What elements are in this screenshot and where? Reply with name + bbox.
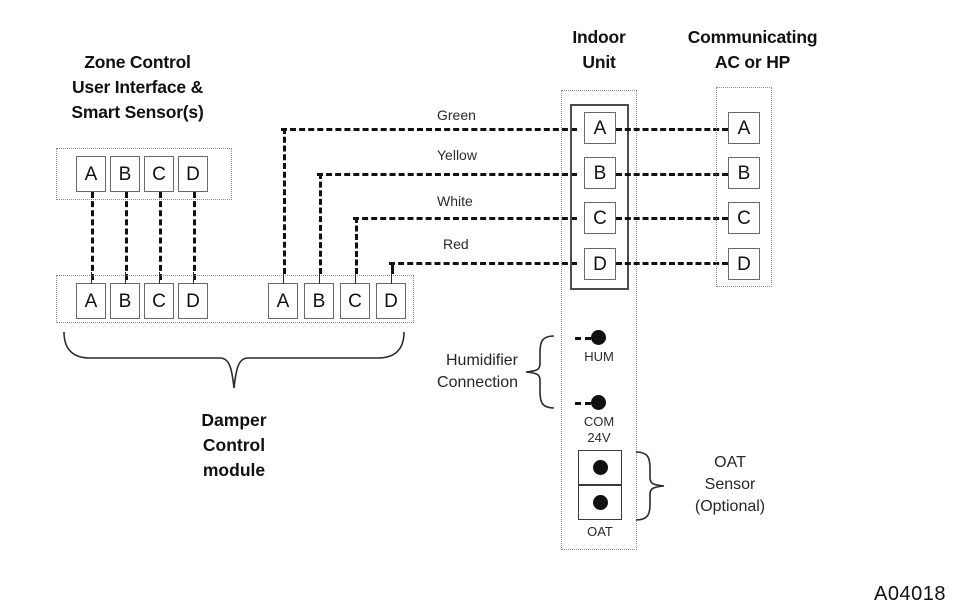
damper-right-terminal-c[interactable]: C xyxy=(340,283,370,319)
hum-terminal-dot[interactable] xyxy=(591,330,606,345)
hum-pin-label: HUM xyxy=(584,349,614,364)
damper-left-terminal-d[interactable]: D xyxy=(178,283,208,319)
zone-control-heading: Zone Control User Interface & Smart Sens… xyxy=(71,52,204,122)
wire-white-vertical xyxy=(355,217,358,274)
oat-sensor-brace xyxy=(635,451,665,521)
wire-zone-c-to-damper-c xyxy=(159,192,162,280)
indoor-terminal-b[interactable]: B xyxy=(584,157,616,189)
figure-id-label: A04018 xyxy=(874,583,946,605)
zone-terminal-d[interactable]: D xyxy=(178,156,208,192)
stub-damper-right-d xyxy=(391,272,392,284)
wire-zone-d-to-damper-d xyxy=(193,192,196,280)
humidifier-brace xyxy=(525,335,555,409)
oat-terminal-bottom[interactable] xyxy=(578,485,622,520)
communicating-unit-heading: Communicating AC or HP xyxy=(687,27,818,72)
wire-label-red: Red xyxy=(443,236,469,252)
zone-terminal-b[interactable]: B xyxy=(110,156,140,192)
humidifier-connection-label: Humidifier Connection xyxy=(437,352,518,391)
wire-label-yellow: Yellow xyxy=(437,147,477,163)
ac-terminal-a[interactable]: A xyxy=(728,112,760,144)
damper-module-brace xyxy=(63,331,405,389)
wire-label-green: Green xyxy=(437,107,476,123)
wire-stub-com xyxy=(575,402,591,405)
indoor-terminal-d[interactable]: D xyxy=(584,248,616,280)
stub-damper-left-c xyxy=(159,272,160,284)
damper-right-terminal-b[interactable]: B xyxy=(304,283,334,319)
wire-green-horizontal xyxy=(281,128,577,131)
zone-terminal-c[interactable]: C xyxy=(144,156,174,192)
communicating-unit-enclosure xyxy=(716,87,772,287)
wire-white-horizontal xyxy=(353,217,577,220)
zone-terminal-a[interactable]: A xyxy=(76,156,106,192)
wire-red-vertical xyxy=(391,262,394,274)
ac-terminal-b[interactable]: B xyxy=(728,157,760,189)
wire-yellow-horizontal xyxy=(317,173,577,176)
oat-top-dot xyxy=(592,460,608,475)
oat-terminal-top[interactable] xyxy=(578,450,622,485)
stub-damper-right-b xyxy=(319,272,320,284)
stub-damper-left-d xyxy=(193,272,194,284)
wire-zone-b-to-damper-b xyxy=(125,192,128,280)
indoor-unit-terminal-block xyxy=(570,104,629,290)
oat-sensor-label: OAT Sensor (Optional) xyxy=(694,454,766,515)
wire-label-white: White xyxy=(437,193,473,209)
damper-control-module-enclosure xyxy=(56,275,414,323)
wire-indoor-d-to-ac-d xyxy=(616,262,728,265)
damper-right-terminal-a[interactable]: A xyxy=(268,283,298,319)
damper-left-terminal-a[interactable]: A xyxy=(76,283,106,319)
com-terminal-dot[interactable] xyxy=(591,395,606,410)
com-pin-label: COM 24V xyxy=(583,414,615,445)
wire-green-vertical xyxy=(283,128,286,274)
wire-zone-a-to-damper-a xyxy=(91,192,94,280)
stub-damper-right-c xyxy=(355,272,356,284)
damper-left-terminal-c[interactable]: C xyxy=(144,283,174,319)
wire-indoor-b-to-ac-b xyxy=(616,173,728,176)
stub-damper-left-a xyxy=(91,272,92,284)
wire-indoor-a-to-ac-a xyxy=(616,128,728,131)
indoor-terminal-a[interactable]: A xyxy=(584,112,616,144)
wire-stub-hum xyxy=(575,337,591,340)
stub-damper-right-a xyxy=(283,272,284,284)
ac-terminal-d[interactable]: D xyxy=(728,248,760,280)
indoor-unit-enclosure xyxy=(561,90,637,550)
oat-bottom-dot xyxy=(592,495,608,510)
damper-left-terminal-b[interactable]: B xyxy=(110,283,140,319)
damper-right-terminal-d[interactable]: D xyxy=(376,283,406,319)
wire-indoor-c-to-ac-c xyxy=(616,217,728,220)
indoor-unit-heading: Indoor Unit xyxy=(572,27,626,72)
stub-damper-left-b xyxy=(125,272,126,284)
damper-control-module-label: Damper Control module xyxy=(201,410,267,480)
zone-control-enclosure xyxy=(56,148,232,200)
wire-yellow-vertical xyxy=(319,173,322,274)
indoor-terminal-c[interactable]: C xyxy=(584,202,616,234)
oat-pin-label: OAT xyxy=(587,524,613,539)
wire-red-horizontal xyxy=(389,262,577,265)
ac-terminal-c[interactable]: C xyxy=(728,202,760,234)
